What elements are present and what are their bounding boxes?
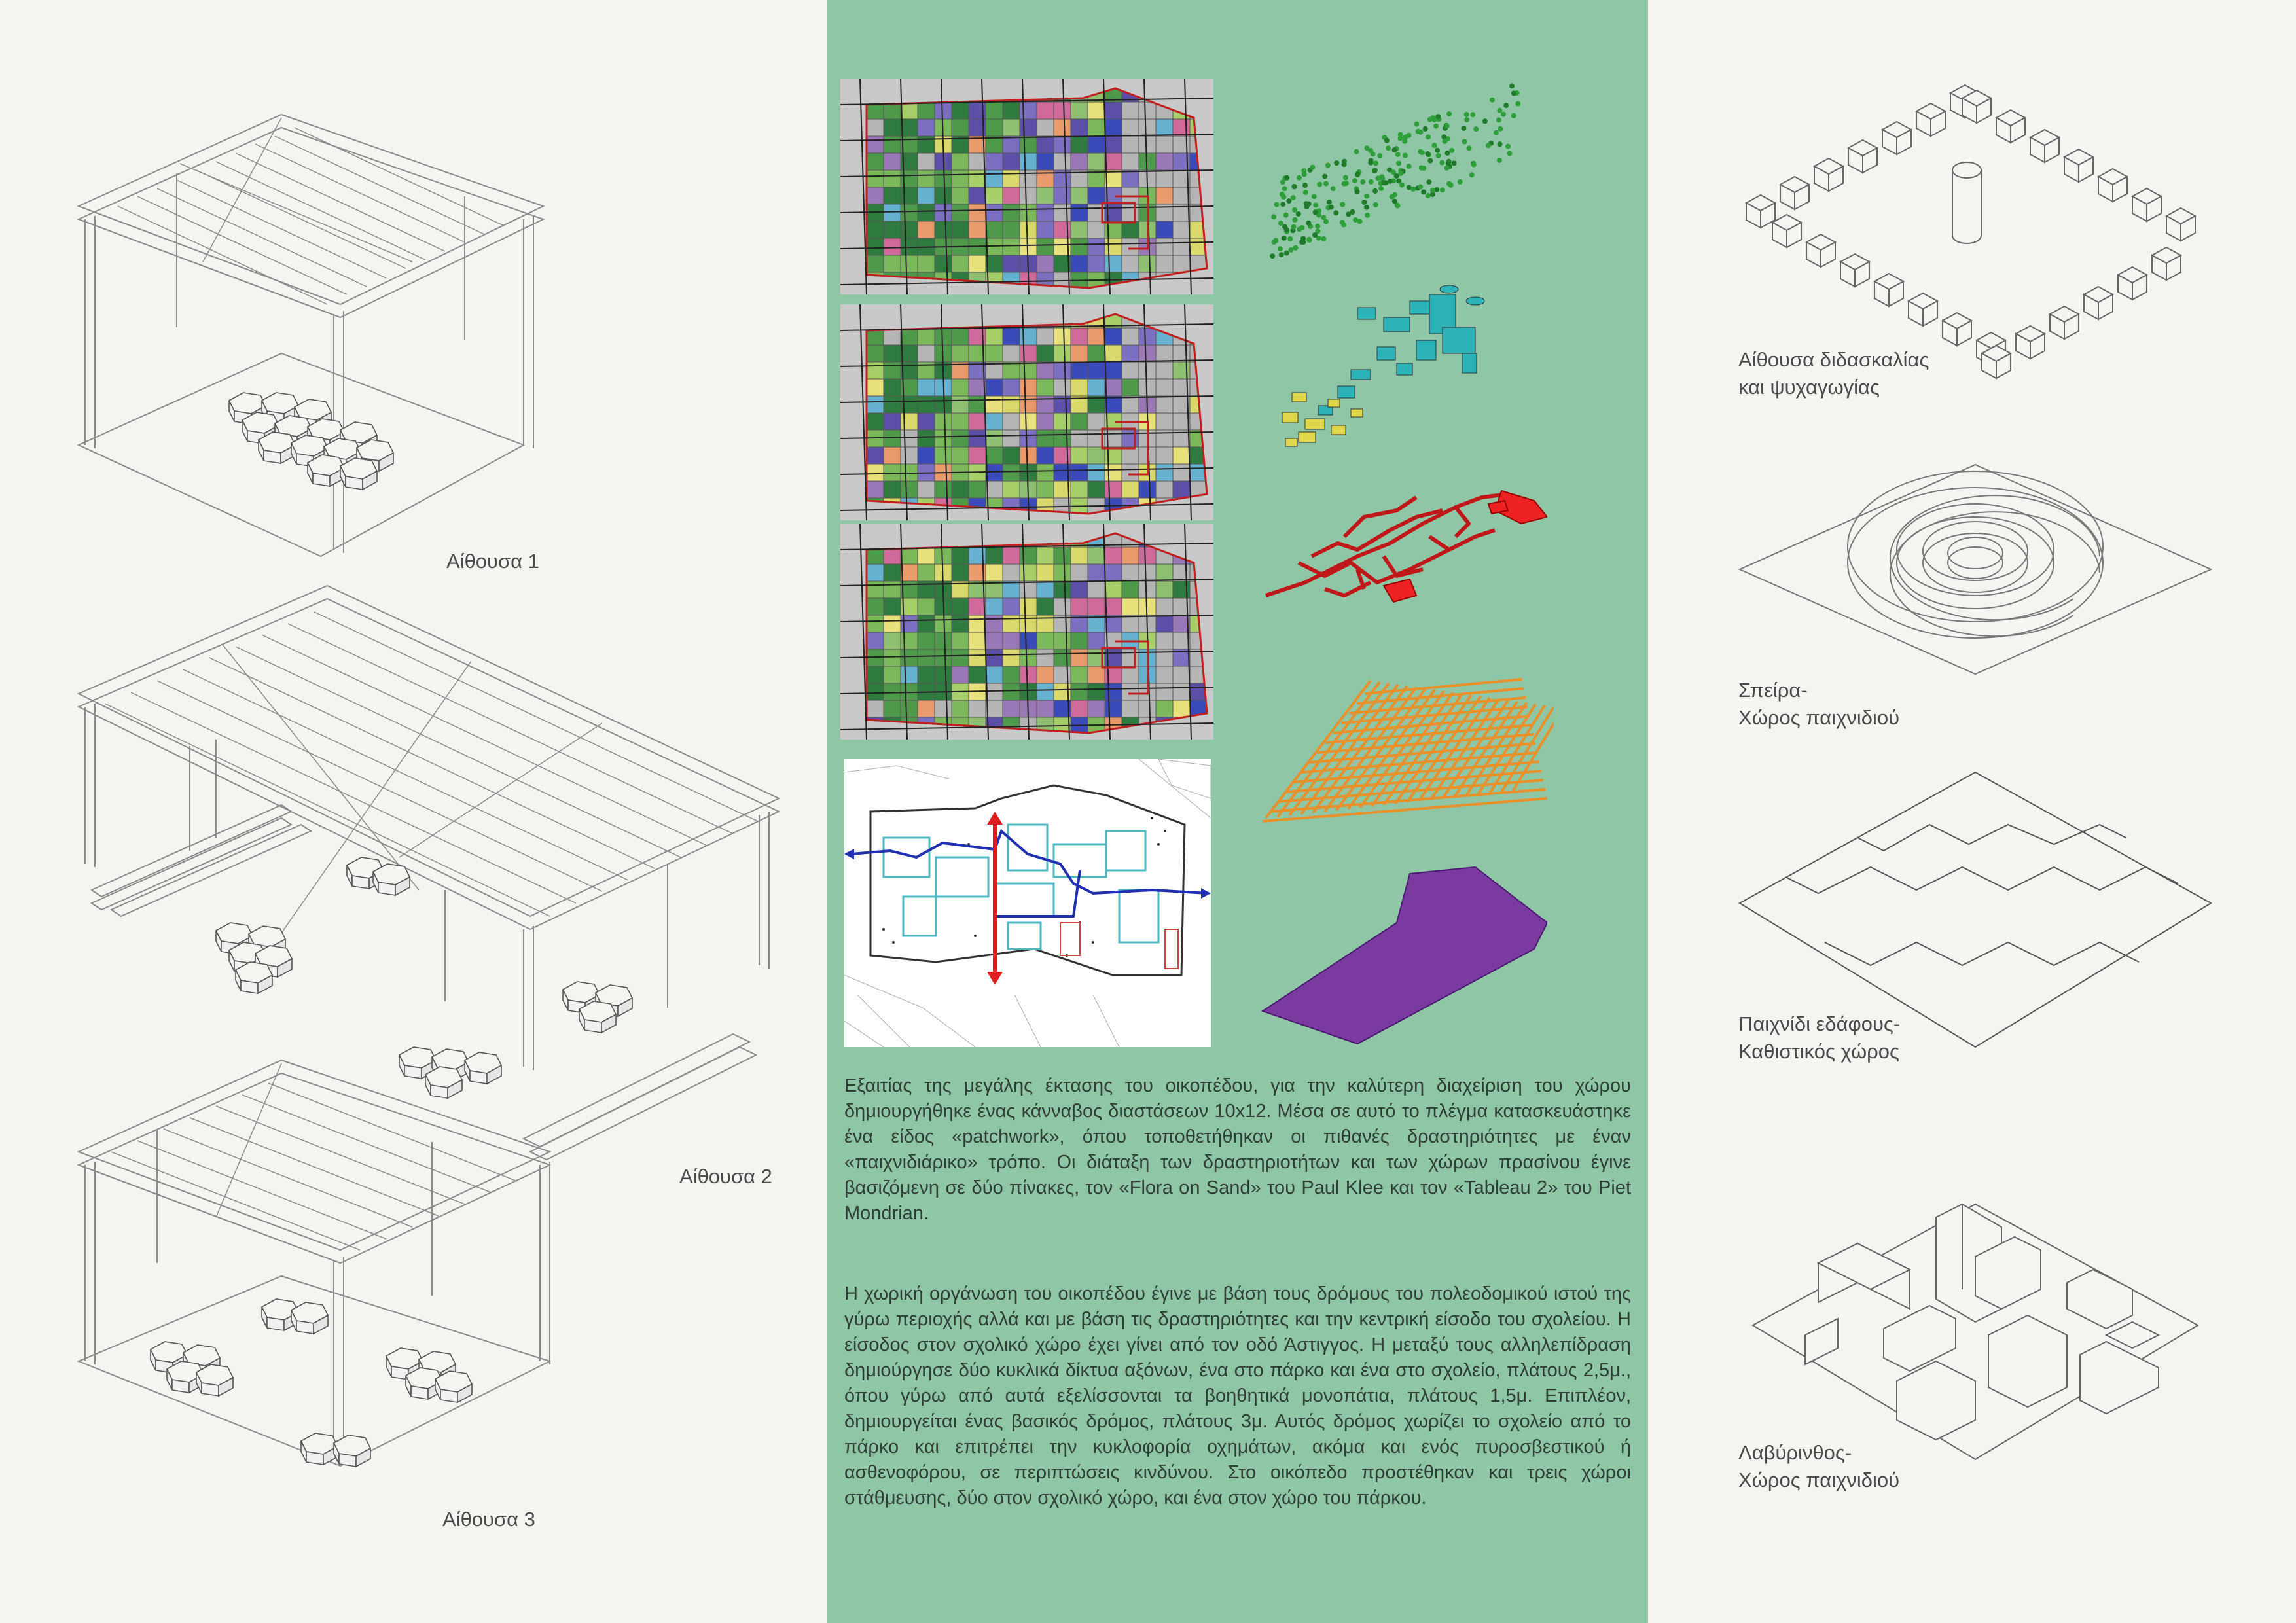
site-plan-axes bbox=[844, 759, 1211, 1047]
ground-game-drawing bbox=[1738, 771, 2212, 1048]
room-1-caption: Αίθουσα 1 bbox=[446, 550, 539, 573]
path-network-diagram bbox=[1265, 490, 1547, 603]
maze-caption-line1: Λαβύρινθος- bbox=[1738, 1441, 1852, 1464]
room-3-caption: Αίθουσα 3 bbox=[442, 1508, 535, 1531]
pavilion-1-drawing bbox=[77, 113, 545, 558]
site-plan-patchwork-1 bbox=[840, 79, 1213, 294]
classroom-caption-line1: Αίθουσα διδασκαλίας bbox=[1738, 348, 1929, 371]
room-2-caption: Αίθουσα 2 bbox=[679, 1165, 772, 1188]
site-plan-patchwork-3 bbox=[840, 524, 1213, 740]
site-plan-patchwork-2 bbox=[840, 304, 1213, 520]
tree-layer-diagram bbox=[1270, 83, 1521, 259]
activities-layer-diagram bbox=[1282, 285, 1485, 447]
middle-panel: Εξαιτίας της μεγάλης έκτασης του οικοπέδ… bbox=[827, 0, 1648, 1623]
spiral-drawing bbox=[1738, 463, 2213, 675]
spiral-caption-line2: Χώρος παιχνιδιού bbox=[1738, 706, 1900, 729]
classroom-caption-line2: και ψυχαγωγίας bbox=[1738, 376, 1880, 399]
grid-layer-diagram bbox=[1262, 678, 1554, 823]
description-paragraph-2: Η χωρική οργάνωση του οικοπέδου έγινε με… bbox=[844, 1283, 1631, 1508]
right-panel: Αίθουσα διδασκαλίας και ψυχαγωγίας Σπείρ… bbox=[1648, 0, 2296, 1623]
ground-game-caption-line2: Καθιστικός χώρος bbox=[1738, 1040, 1899, 1063]
left-panel: Αίθουσα 1 bbox=[0, 0, 827, 1623]
classroom-cubes-drawing bbox=[1744, 84, 2197, 380]
site-outline-diagram bbox=[1261, 866, 1547, 1045]
maze-caption-line2: Χώρος παιχνιδιού bbox=[1738, 1469, 1900, 1491]
description-paragraph-1: Εξαιτίας της μεγάλης έκτασης του οικοπέδ… bbox=[844, 1075, 1631, 1224]
maze-drawing bbox=[1751, 1203, 2200, 1461]
pavilion-3-drawing bbox=[77, 1059, 552, 1467]
ground-game-caption-line1: Παιχνίδι εδάφους- bbox=[1738, 1012, 1901, 1035]
pavilion-2-drawing bbox=[77, 584, 781, 1161]
spiral-caption-line1: Σπείρα- bbox=[1738, 679, 1808, 702]
